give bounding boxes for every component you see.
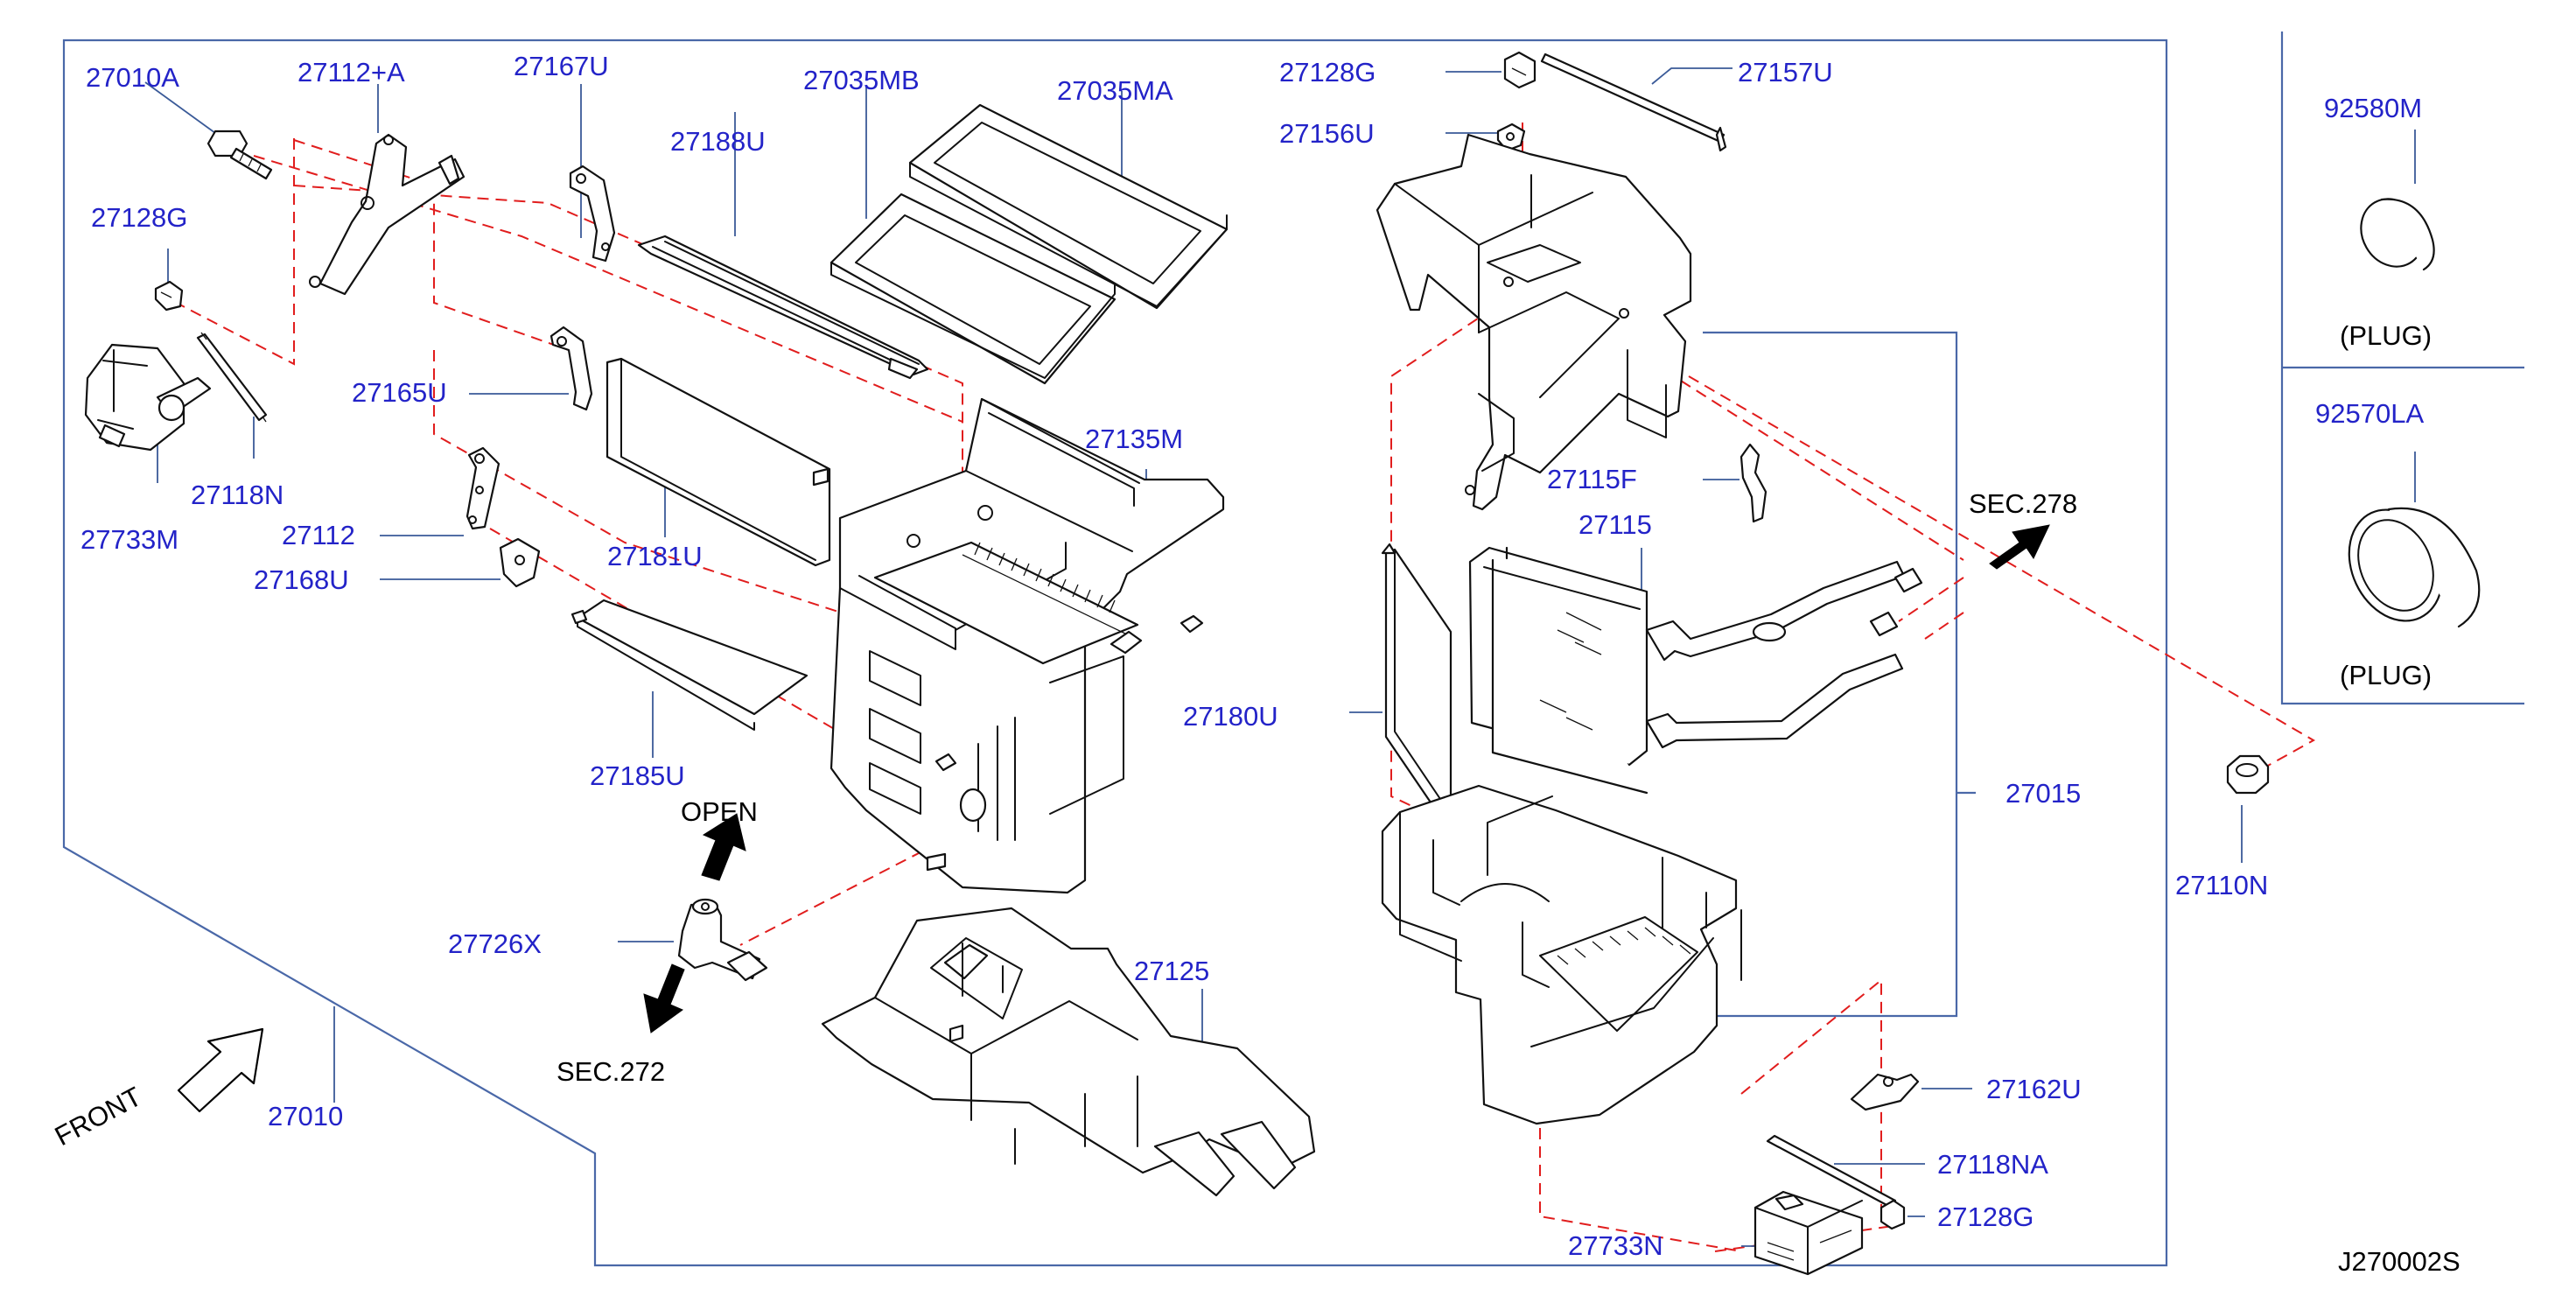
plug-92570LA[interactable] — [2332, 494, 2481, 636]
callout-27162U[interactable]: 27162U — [1986, 1074, 2082, 1104]
door-27188U[interactable] — [637, 235, 929, 380]
note-sec278: SEC.278 — [1969, 488, 2077, 519]
evap-27180U[interactable] — [1381, 543, 1452, 821]
case-27135M[interactable] — [830, 397, 1225, 894]
arrow-open — [701, 813, 746, 881]
clip-27128G-bottom[interactable] — [1880, 1199, 1906, 1230]
callout-27010[interactable]: 27010 — [268, 1101, 343, 1131]
arrow-sec272 — [643, 963, 685, 1033]
note-open: OPEN — [681, 796, 758, 827]
actuator-27733N[interactable] — [1754, 1190, 1864, 1276]
clip-27156U[interactable] — [1496, 123, 1526, 152]
callout-27128G-top[interactable]: 27128G — [1279, 57, 1376, 88]
link-27167U[interactable] — [569, 165, 616, 263]
callout-27115[interactable]: 27115 — [1578, 509, 1652, 540]
front-arrow — [177, 1027, 264, 1113]
bolt-27010A[interactable] — [206, 130, 273, 180]
note-plug-2: (PLUG) — [2340, 660, 2432, 690]
callout-27188U[interactable]: 27188U — [670, 126, 766, 157]
rod-27157U[interactable] — [1540, 53, 1727, 152]
reference-code: J270002S — [2338, 1246, 2460, 1277]
valve-27726X[interactable] — [677, 898, 768, 982]
rod-27118NA[interactable] — [1766, 1134, 1897, 1208]
clip-27128G-top[interactable] — [1503, 51, 1536, 89]
case-vent-slats — [974, 542, 1116, 613]
main-frame — [62, 39, 2168, 1267]
note-plug-1: (PLUG) — [2340, 320, 2432, 351]
callout-27015[interactable]: 27015 — [2006, 778, 2081, 809]
callout-27112A[interactable]: 27112+A — [298, 57, 405, 88]
lever-27112[interactable] — [466, 446, 500, 530]
bracket-27112A[interactable] — [309, 133, 466, 296]
case-lower[interactable] — [1381, 784, 1742, 1125]
callout-92580M[interactable]: 92580M — [2324, 93, 2422, 123]
callout-27110N[interactable]: 27110N — [2175, 870, 2268, 900]
rod-27118N[interactable] — [196, 332, 268, 423]
core-27115[interactable] — [1468, 546, 1923, 795]
nut-27110N[interactable] — [2226, 754, 2270, 795]
callout-27035MA[interactable]: 27035MA — [1057, 75, 1173, 106]
callout-27165U[interactable]: 27165U — [352, 377, 447, 408]
callout-27168U[interactable]: 27168U — [254, 564, 349, 595]
lever-27168U[interactable] — [499, 537, 541, 588]
case-upper[interactable] — [1376, 133, 1692, 511]
case-27125[interactable] — [821, 907, 1316, 1197]
callout-27035MB[interactable]: 27035MB — [803, 65, 920, 95]
note-sec272: SEC.272 — [556, 1056, 665, 1087]
note-front: FRONT — [50, 1081, 147, 1152]
door-27181U[interactable] — [606, 357, 831, 567]
callout-92570LA[interactable]: 92570LA — [2315, 398, 2424, 429]
callout-27135M[interactable]: 27135M — [1085, 424, 1183, 454]
callout-27010A[interactable]: 27010A — [86, 62, 179, 93]
callout-27185U[interactable]: 27185U — [590, 760, 685, 791]
callout-27733N[interactable]: 27733N — [1568, 1230, 1663, 1261]
callout-27157U[interactable]: 27157U — [1738, 57, 1833, 88]
arrow-sec278 — [1989, 524, 2050, 570]
part-callouts: 27010A 27112+A 27167U 27188U 27035MB 270… — [80, 51, 2424, 1261]
plug-inset-frame — [2280, 32, 2524, 705]
actuator-27733M[interactable] — [84, 343, 212, 452]
seal-27035MB[interactable] — [830, 193, 1116, 385]
door-27185U[interactable] — [570, 599, 808, 731]
callout-27156U[interactable]: 27156U — [1279, 118, 1375, 149]
callout-27128G-left[interactable]: 27128G — [91, 202, 187, 233]
callout-27181U[interactable]: 27181U — [607, 541, 703, 571]
callout-27118NA[interactable]: 27118NA — [1937, 1149, 2048, 1180]
assembly-27015-bracket — [1703, 331, 1976, 1018]
seal-27035MA[interactable] — [908, 103, 1228, 310]
callout-27115F[interactable]: 27115F — [1547, 464, 1637, 494]
callout-27726X[interactable]: 27726X — [448, 928, 542, 959]
callout-27733M[interactable]: 27733M — [80, 524, 178, 555]
callout-27112[interactable]: 27112 — [282, 520, 355, 550]
lever-27162U[interactable] — [1850, 1073, 1920, 1111]
callout-27128G-bottom[interactable]: 27128G — [1937, 1201, 2034, 1232]
clip-27128G-left[interactable] — [154, 280, 184, 312]
callout-27180U[interactable]: 27180U — [1183, 701, 1278, 732]
plug-92580M[interactable] — [2349, 187, 2436, 277]
leader-lines — [144, 67, 2416, 1247]
link-27165U[interactable] — [550, 326, 593, 411]
callout-27167U[interactable]: 27167U — [514, 51, 609, 81]
callout-27125[interactable]: 27125 — [1134, 956, 1209, 986]
callout-27118N[interactable]: 27118N — [191, 480, 284, 510]
bracket-27115F[interactable] — [1740, 443, 1768, 523]
